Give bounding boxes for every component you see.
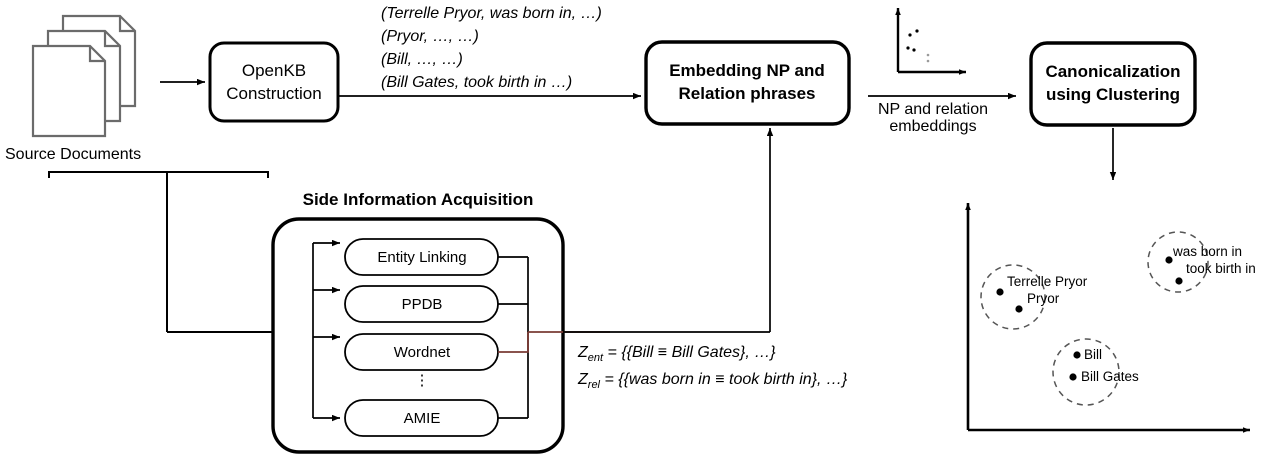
side-information-title: Side Information Acquisition (303, 190, 534, 209)
openkb-line1: OpenKB (242, 61, 306, 80)
z-ent-formula: Zent = {{Bill ≡ Bill Gates}, …} (577, 344, 776, 364)
data-point (1069, 373, 1077, 381)
z-rel-rest: = {{was born in ≡ took birth in}, …} (600, 371, 848, 388)
stage-canonicalization-clustering[interactable]: Canonicalization using Clustering (1029, 41, 1197, 127)
documents-stack-icon (31, 14, 137, 138)
cluster-label-bill-gates-1: Bill Gates (1081, 369, 1139, 384)
canonicalization-line2: using Clustering (1046, 85, 1180, 104)
stage-embedding-np-relation[interactable]: Embedding NP and Relation phrases (644, 40, 851, 126)
z-ent-symbol: Z (577, 344, 589, 361)
triple-3: (Bill Gates, took birth in …) (381, 74, 572, 91)
data-point (1073, 351, 1081, 359)
side-information-sources: Entity Linking PPDB Wordnet ⋮ AMIE (344, 238, 499, 437)
embedding-line2: Relation phrases (679, 84, 816, 103)
cluster-was-born-in: was born in took birth in (1147, 231, 1256, 293)
z-rel-symbol: Z (577, 371, 589, 388)
triple-1: (Pryor, …, …) (381, 28, 479, 45)
side-sources-ellipsis: ⋮ (415, 372, 430, 389)
cluster-bill-gates: Bill Bill Gates (1052, 338, 1139, 406)
cluster-scatter-plot: Terrelle Pryor Pryor was born in took bi… (965, 203, 1256, 433)
side-source-ppdb[interactable]: PPDB (344, 285, 499, 323)
embeddings-edge-label-line2: embeddings (889, 118, 976, 135)
data-point (1165, 256, 1173, 264)
data-point (1175, 277, 1183, 285)
side-source-amie[interactable]: AMIE (344, 399, 499, 437)
cluster-label-bill-gates-0: Bill (1084, 347, 1102, 362)
data-point (1015, 305, 1023, 313)
canonicalization-line1: Canonicalization (1045, 62, 1180, 81)
stage-openkb-construction[interactable]: OpenKB Construction (208, 41, 340, 123)
side-source-label-2: Wordnet (394, 344, 451, 361)
data-point (996, 288, 1004, 296)
embedding-line1: Embedding NP and (669, 61, 825, 80)
side-source-entity-linking[interactable]: Entity Linking (344, 238, 499, 276)
cluster-terrelle-pryor: Terrelle Pryor Pryor (980, 264, 1088, 330)
z-ent-rest: = {{Bill ≡ Bill Gates}, …} (603, 344, 776, 361)
z-ent-subscript: ent (588, 352, 604, 364)
side-source-label-0: Entity Linking (377, 249, 466, 266)
openkb-line2: Construction (226, 84, 321, 103)
side-source-label-3: AMIE (404, 410, 441, 427)
z-rel-subscript: rel (588, 379, 601, 391)
side-information-outputs: Zent = {{Bill ≡ Bill Gates}, …} Zrel = {… (577, 344, 848, 391)
cluster-label-was-born-in-0: was born in (1172, 244, 1242, 259)
side-source-label-1: PPDB (402, 296, 443, 313)
triple-0: (Terrelle Pryor, was born in, …) (381, 5, 602, 22)
side-information-input-bus (312, 239, 340, 422)
cluster-label-terrelle-pryor-0: Terrelle Pryor (1007, 274, 1088, 289)
source-documents-label: Source Documents (5, 146, 141, 163)
embeddings-edge-label-line1: NP and relation (878, 101, 988, 118)
extracted-triples-list: (Terrelle Pryor, was born in, …) (Pryor,… (381, 5, 602, 91)
mini-embedding-scatter-plot (895, 8, 966, 75)
triple-2: (Bill, …, …) (381, 51, 463, 68)
z-rel-formula: Zrel = {{was born in ≡ took birth in}, …… (577, 371, 848, 391)
side-source-wordnet[interactable]: Wordnet (344, 333, 499, 371)
cluster-label-terrelle-pryor-1: Pryor (1027, 291, 1060, 306)
cluster-label-was-born-in-1: took birth in (1186, 261, 1256, 276)
